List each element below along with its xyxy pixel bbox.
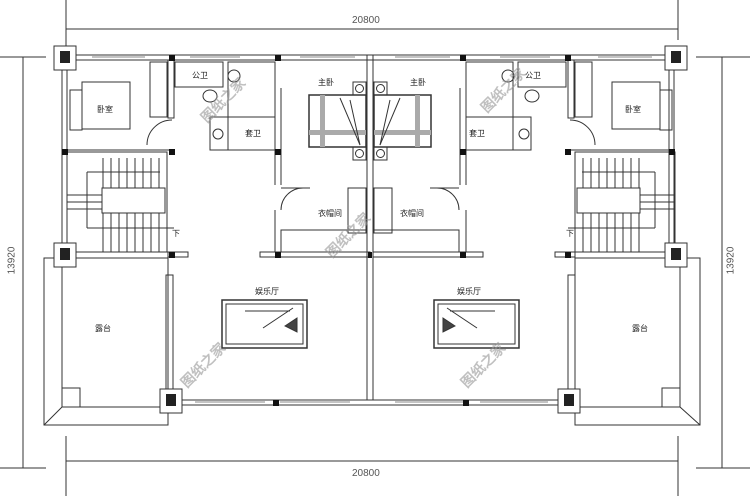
label-closet-right: 衣帽间 [400, 209, 424, 218]
dim-bottom-width: 20800 [352, 468, 380, 479]
structural-columns [62, 55, 675, 406]
label-terrace-right: 露台 [632, 324, 648, 333]
label-ensuite-left: 套卫 [245, 129, 261, 138]
stairs-left [66, 151, 174, 253]
label-public-bath-right: 公卫 [525, 71, 541, 80]
corner-post-fill [60, 51, 681, 406]
pool-table-right [433, 299, 520, 349]
terrace-left [43, 257, 174, 426]
bathrooms-left [174, 61, 282, 185]
dim-top-width: 20800 [352, 15, 380, 26]
label-public-bath-left: 公卫 [192, 71, 208, 80]
label-bedroom-left: 卧室 [97, 105, 113, 114]
label-terrace-left: 露台 [95, 324, 111, 333]
label-closet-left: 衣帽间 [318, 209, 342, 218]
label-entertainment-right: 娱乐厅 [457, 287, 481, 296]
master-bed-right [373, 81, 432, 161]
right-dimension [696, 56, 750, 469]
closets [274, 187, 467, 253]
label-master-right: 主卧 [410, 78, 426, 87]
bedroom-left [67, 59, 175, 151]
master-bed-left [308, 81, 367, 161]
label-bedroom-right: 卧室 [625, 105, 641, 114]
top-dimension [65, 0, 679, 52]
pool-table-left [221, 299, 308, 349]
label-stair-down-right: 下 [566, 229, 574, 238]
dim-left-height: 13920 [6, 246, 18, 275]
left-dimension [0, 56, 46, 469]
bottom-dimension [65, 436, 679, 496]
label-entertainment-left: 娱乐厅 [255, 287, 279, 296]
bathrooms-right [459, 61, 567, 185]
label-master-left: 主卧 [318, 78, 334, 87]
entertainment-walls [167, 251, 576, 406]
bedroom-right [567, 59, 674, 151]
label-ensuite-right: 套卫 [469, 129, 485, 138]
stairs-right [568, 151, 676, 253]
label-stair-down-left: 下 [172, 229, 180, 238]
terrace-right [567, 257, 701, 426]
dim-right-height: 13920 [725, 246, 737, 275]
